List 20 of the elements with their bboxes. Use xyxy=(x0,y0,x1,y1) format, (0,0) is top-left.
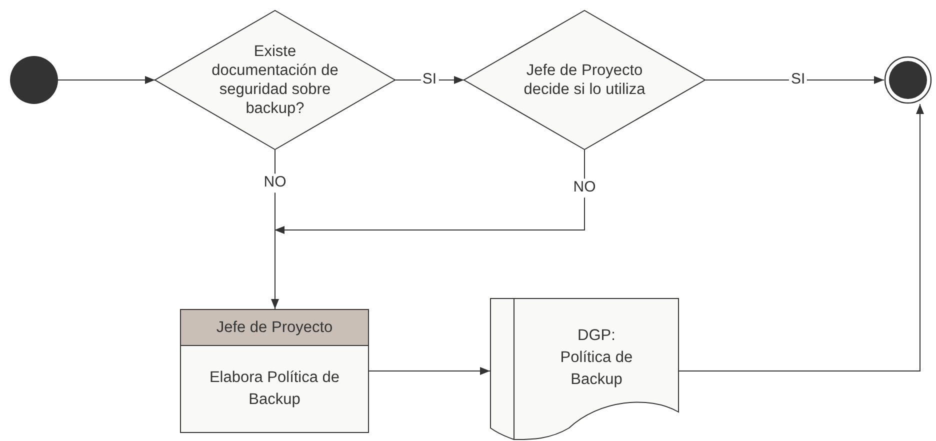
arrow xyxy=(271,150,279,310)
decision-diamond xyxy=(155,10,395,150)
node-text: Jefe de Proyecto xyxy=(216,318,333,338)
node-text: Elabora Política de Backup xyxy=(208,368,341,410)
activity-box xyxy=(180,309,369,433)
arrow xyxy=(58,76,156,84)
node-text: Existe documentación de seguridad sobre backup? xyxy=(210,42,340,118)
arrow xyxy=(274,150,585,234)
start-node xyxy=(10,56,58,104)
decision-diamond xyxy=(464,10,705,150)
arrow xyxy=(368,367,490,375)
node-text: Jefe de Proyecto decide si lo utiliza xyxy=(522,61,646,99)
arrow xyxy=(704,76,884,84)
arrow xyxy=(678,104,924,372)
node-text: DGP: Política de Backup xyxy=(559,326,634,390)
document-shape xyxy=(490,298,679,440)
edge-label: NO xyxy=(262,174,288,192)
arrow xyxy=(394,76,464,84)
end-node xyxy=(884,56,932,104)
edge-label: NO xyxy=(571,178,598,198)
